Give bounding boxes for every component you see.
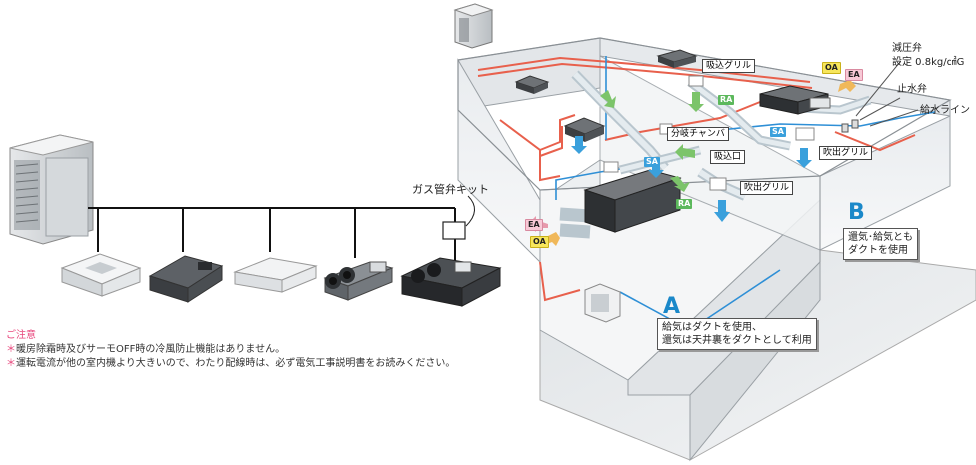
gas-valve-kit-box <box>442 221 466 240</box>
tag-sa-right: SA <box>770 127 786 137</box>
callout-suction-port: 吸込口 <box>710 150 746 164</box>
floor-standing-unit <box>584 283 621 323</box>
zone-a-description: 給気はダクトを使用、 還気は天井裏をダクトとして利用 <box>657 318 817 350</box>
refrigerant-piping <box>477 56 916 302</box>
gas-valve-kit-label: ガス管弁キット <box>412 183 489 196</box>
callout-outlet-grille-right: 吹出グリル <box>819 146 873 160</box>
tag-oa-top: OA <box>822 62 841 74</box>
tag-oa-left: OA <box>530 236 549 248</box>
ceiling-unit-b-top <box>656 49 698 68</box>
callout-outlet-grille-center: 吹出グリル <box>740 181 794 195</box>
note-item: ＊運転電流が他の室内機より大きいので、わたり配線時は、必ず電気工事説明書をお読み… <box>6 358 456 369</box>
label-pressure-setting: 設定 0.8kg/㎠G <box>892 57 965 68</box>
label-stop-valve: 止水弁 <box>897 84 927 95</box>
gas-valve-kit-arrow <box>465 195 475 227</box>
tag-ra-upper: RA <box>718 95 735 105</box>
indoor-unit-duct-fans <box>323 261 394 301</box>
roof-outdoor-unit <box>453 3 494 49</box>
label-water-line: 給水ライン <box>920 105 970 116</box>
tag-sa-center: SA <box>644 157 660 167</box>
indoor-unit-cassette-dark <box>148 255 224 303</box>
label-pressure-valve: 減圧弁 <box>892 43 922 54</box>
tag-ea-top: EA <box>845 69 863 81</box>
outdoor-unit <box>9 134 94 245</box>
ceiling-cassette-a2 <box>563 117 606 142</box>
notes-title: ご注意 <box>6 330 36 341</box>
indoor-unit-cassette-4way <box>60 253 142 297</box>
zone-b-description: 還気･給気とも ダクトを使用 <box>843 228 918 260</box>
tag-ea-left: EA <box>525 219 543 231</box>
ceiling-cassette-a1 <box>514 75 550 94</box>
note-item: ＊暖房除霜時及びサーモOFF時の冷風防止機能はありません。 <box>6 344 286 355</box>
zone-a-letter: A <box>663 294 681 319</box>
indoor-unit-large-duct <box>400 257 502 307</box>
callout-suction-grille-top: 吸込グリル <box>702 59 756 73</box>
indoor-unit-ceiling-1way <box>233 257 318 293</box>
water-valves <box>841 61 919 133</box>
refrigerant-wiring <box>88 207 456 262</box>
notes-block: ご注意 ＊暖房除霜時及びサーモOFF時の冷風防止機能はありません。 ＊運転電流が… <box>6 329 455 371</box>
tag-ra-lower: RA <box>676 199 693 209</box>
grille-boxes <box>603 75 815 191</box>
zone-b-duct-unit <box>759 85 831 115</box>
zone-b-letter: B <box>848 200 865 225</box>
callout-branch-chamber: 分岐チャンバ <box>667 127 729 141</box>
